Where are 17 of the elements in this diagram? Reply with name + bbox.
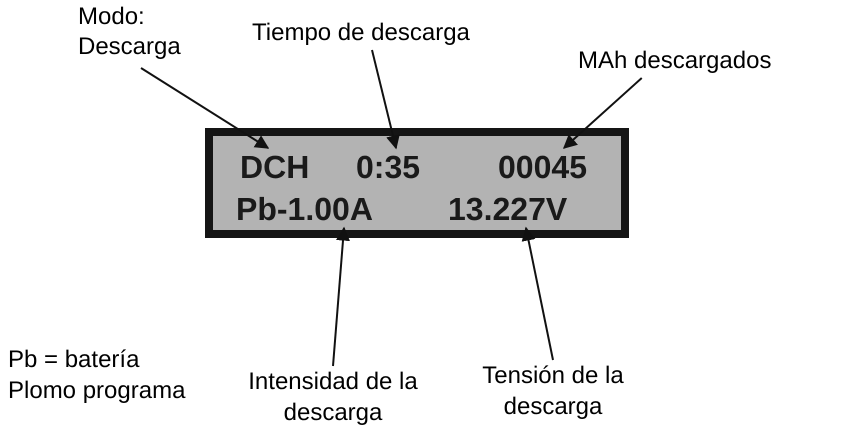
callout-text: Intensidad de la descarga (228, 366, 438, 430)
arrow (371, 50, 400, 150)
note-text: Pb = batería Plomo programa (8, 344, 198, 410)
display-readout: 0:35 (356, 148, 436, 186)
arrow (562, 77, 642, 149)
display-readout: 00045 (498, 148, 608, 186)
callout-text: Modo: Descarga (78, 2, 228, 68)
callout-text: Tensión de la descarga (448, 360, 658, 424)
arrow (332, 226, 350, 366)
arrow (522, 226, 554, 360)
lcd-display (205, 128, 629, 238)
display-readout: 13.227V (448, 190, 578, 228)
callout-text: Tiempo de descarga (252, 18, 492, 50)
display-readout: DCH (240, 148, 320, 186)
arrow (140, 67, 270, 149)
callout-text: MAh descargados (578, 46, 833, 78)
display-readout: Pb-1.00A (236, 190, 386, 228)
